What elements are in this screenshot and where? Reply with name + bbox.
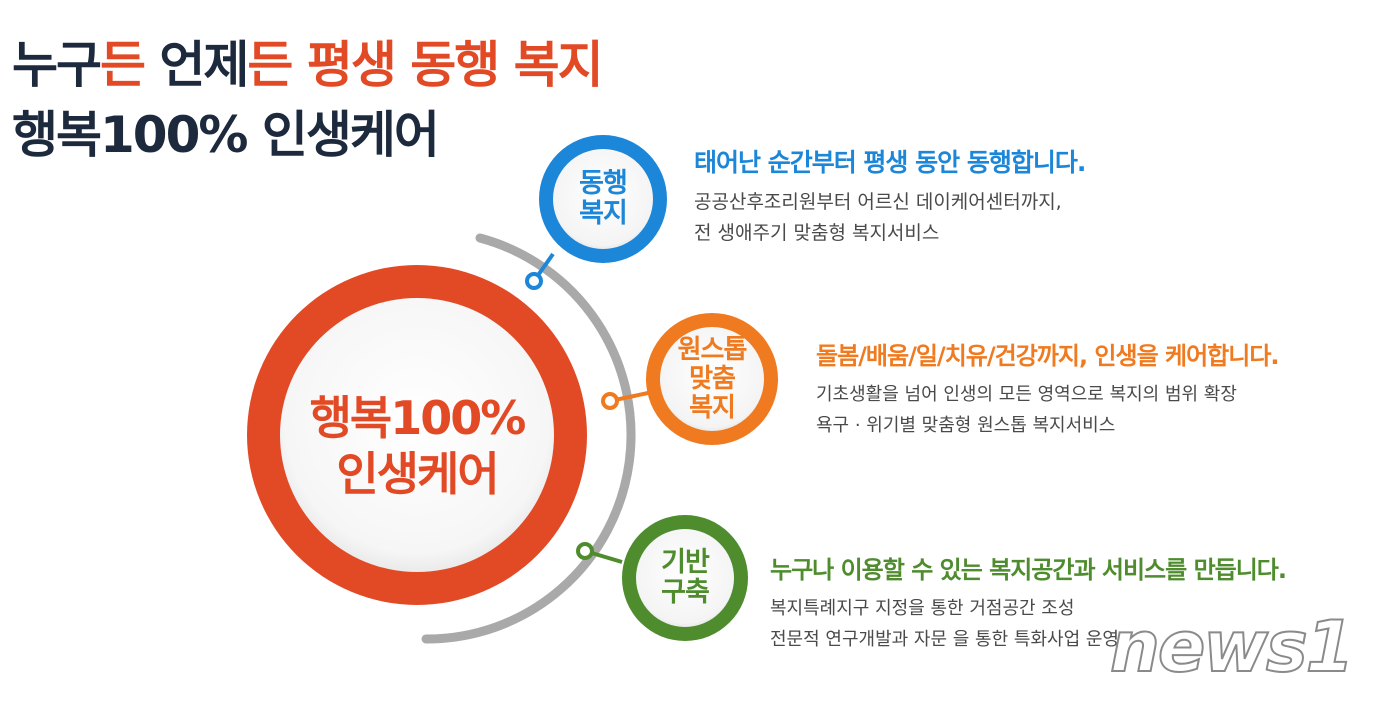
node-label-line: 기반	[661, 547, 710, 578]
connector-dot-1	[525, 272, 543, 290]
node-desc-3: 복지특례지구 지정을 통한 거점공간 조성 전문적 연구개발과 자문 을 통한 …	[770, 593, 1286, 655]
center-label: 행복100% 인생케어	[292, 390, 542, 502]
node-text-block-3: 누구나 이용할 수 있는 복지공간과 서비스를 만듭니다. 복지특례지구 지정을…	[770, 550, 1287, 655]
center-label-line-2: 인생케어	[336, 447, 499, 501]
desc-line: 전 생애주기 맞춤형 복지서비스	[694, 222, 940, 244]
connecting-arc	[421, 233, 636, 644]
node-label-line: 동행	[579, 168, 628, 199]
center-disc	[280, 298, 554, 572]
node-desc-2: 기초생활을 넘어 인생의 모든 영역으로 복지의 범위 확장 욕구 · 위기별 …	[816, 379, 1279, 441]
desc-line: 기초생활을 넘어 인생의 모든 영역으로 복지의 범위 확장	[816, 384, 1237, 405]
headline-seg-2: 든	[100, 36, 146, 94]
node-desc-1: 공공산후조리원부터 어르신 데이케어센터까지, 전 생애주기 맞춤형 복지서비스	[694, 187, 1085, 249]
node-title-1: 태어난 순간부터 평생 동안 동행합니다.	[694, 148, 1086, 177]
desc-line: 욕구 · 위기별 맞춤형 원스톱 복지서비스	[816, 415, 1116, 436]
desc-line: 복지특례지구 지정을 통한 거점공간 조성	[770, 598, 1075, 619]
node-title-2: 돌봄/배움/일/치유/건강까지, 인생을 케어합니다.	[816, 342, 1280, 370]
node-label-line: 복지	[689, 393, 736, 423]
node-text-block-2: 돌봄/배움/일/치유/건강까지, 인생을 케어합니다. 기초생활을 넘어 인생의…	[816, 336, 1280, 441]
headline-line-1: 누구든 언제든 평생 동행 복지	[12, 40, 604, 90]
connector-dot-2	[601, 392, 619, 410]
desc-line: 공공산후조리원부터 어르신 데이케어센터까지,	[694, 191, 1062, 213]
news1-watermark-logo: news1	[1109, 605, 1355, 689]
headline-seg-4: 든 평생 동행 복지	[247, 36, 603, 94]
node-title-3: 누구나 이용할 수 있는 복지공간과 서비스를 만듭니다.	[770, 556, 1287, 584]
desc-line: 전문적 연구개발과 자문 을 통한 특화사업 운영	[770, 629, 1119, 650]
node-label-line: 맞춤	[689, 364, 736, 394]
headline-line-2: 행복100% 인생케어	[12, 106, 440, 164]
node-label-line: 복지	[579, 198, 628, 229]
center-label-line-1: 행복100%	[309, 391, 527, 445]
node-label-line: 원스톱	[677, 335, 748, 365]
node-text-block-1: 태어난 순간부터 평생 동안 동행합니다. 공공산후조리원부터 어르신 데이케어…	[694, 143, 1086, 249]
node-label-line: 구축	[661, 577, 710, 608]
headline-seg-3: 언제	[144, 36, 249, 94]
connector-dot-3	[576, 542, 594, 560]
node-label-infrastructure: 기반 구축	[635, 548, 735, 608]
node-label-welfare-companion: 동행 복지	[553, 169, 653, 229]
node-label-one-stop: 원스톱 맞춤 복지	[656, 336, 768, 423]
headline-seg-1: 누구	[12, 36, 102, 94]
